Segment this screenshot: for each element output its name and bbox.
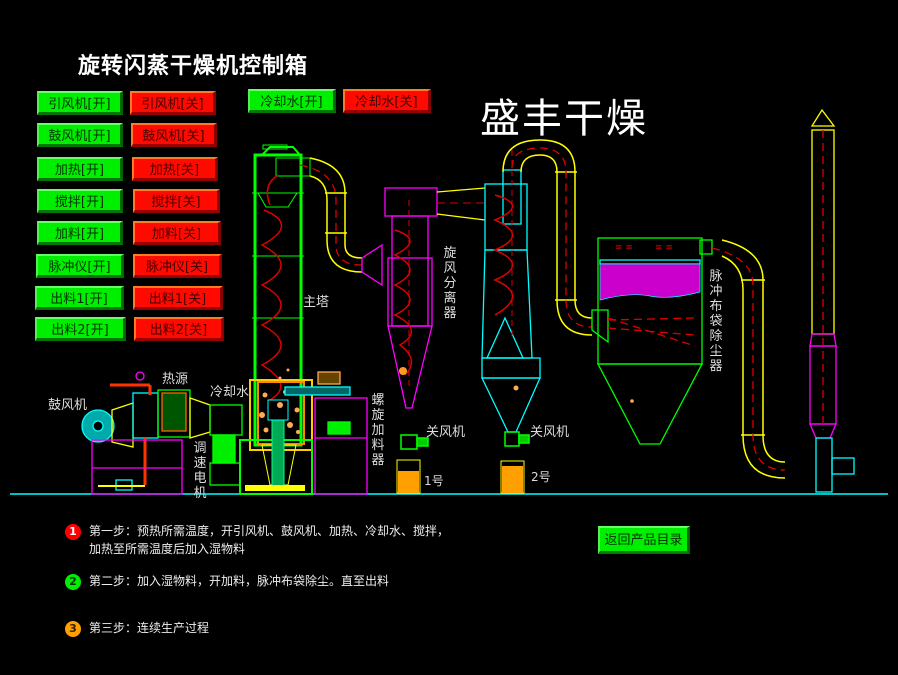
speed-motor-label: 调速电机 [193,441,207,501]
fan-induced-off-button[interactable]: 引风机[关] [130,91,216,115]
blower-label: 鼓风机 [48,398,88,413]
bag-filter [591,237,713,445]
airlock-2-label: 关风机 [530,425,570,440]
brand-name: 盛丰干燥 [480,96,648,142]
step-3: 3 第三步：连续生产过程 [65,619,209,637]
particle [630,399,634,403]
cooling-water-label: 冷却水 [210,385,250,400]
step-1-text: 第一步：预热所需温度，开引风机、鼓风机、加热、冷却水、搅拌， [89,524,450,538]
step-2-badge: 2 [65,573,81,590]
main-tower-label: 主塔 [303,295,330,310]
filter-bags [599,263,701,301]
pulse-off-button[interactable]: 脉冲仪[关] [133,254,222,278]
discharge2-off-button[interactable]: 出料2[关] [134,317,224,341]
discharge1-on-button[interactable]: 出料1[开] [35,286,124,310]
heating-off-button[interactable]: 加热[关] [132,157,218,181]
airlock-2 [504,431,530,447]
duct-1 [309,157,363,273]
step-1-text-2: 加热至所需温度后加入湿物料 [89,542,246,556]
stirring-on-button[interactable]: 搅拌[开] [37,189,123,213]
feeding-off-button[interactable]: 加料[关] [133,221,221,245]
heater-assembly [81,371,243,495]
step-3-text: 第三步：连续生产过程 [89,621,210,635]
bag-filter-label: 脉冲布袋除尘器 [709,269,723,374]
step-3-badge: 3 [65,620,81,637]
screw-feeder-label: 螺旋加料器 [371,393,385,468]
bin-1-label: 1号 [424,474,444,488]
screw-feeder [284,371,368,495]
step-2-text: 第二步：加入湿物料，开加料，脉冲布袋除尘。直至出料 [89,574,390,588]
blower-off-button[interactable]: 鼓风机[关] [131,123,217,147]
discharge1-off-button[interactable]: 出料1[关] [133,286,223,310]
pulse-on-button[interactable]: 脉冲仪[开] [36,254,124,278]
airlock-1 [400,434,429,450]
bin-2 [500,460,525,494]
bin-2-label: 2号 [531,470,551,484]
discharge2-on-button[interactable]: 出料2[开] [35,317,126,341]
chimney [809,108,855,493]
duct-2 [502,139,593,336]
step-1: 1 第一步：预热所需温度，开引风机、鼓风机、加热、冷却水、搅拌， 加热至所需温度后加… [65,522,449,558]
svg-text:≋ ≋: ≋ ≋ [615,243,633,253]
airlock-1-label: 关风机 [426,425,466,440]
heat-source-label: 热源 [162,372,189,387]
fan-induced-on-button[interactable]: 引风机[开] [37,91,123,115]
particle [513,385,519,391]
feeding-on-button[interactable]: 加料[开] [37,221,123,245]
cyclone-1 [361,187,486,409]
cyclone-label: 旋风分离器 [443,246,457,321]
return-to-catalog-button[interactable]: 返回产品目录 [598,526,690,554]
svg-text:≋ ≋: ≋ ≋ [655,243,673,253]
blower-on-button[interactable]: 鼓风机[开] [37,123,123,147]
step-1-badge: 1 [65,523,81,540]
bin-1 [396,459,421,494]
step-2: 2 第二步：加入湿物料，开加料，脉冲布袋除尘。直至出料 [65,572,389,590]
stirring-off-button[interactable]: 搅拌[关] [133,189,220,213]
cooling-on-button[interactable]: 冷却水[开] [248,89,336,113]
cooling-off-button[interactable]: 冷却水[关] [343,89,431,113]
particle [399,367,407,375]
main-tower [239,144,313,495]
page-title: 旋转闪蒸干燥机控制箱 [78,54,309,79]
heating-on-button[interactable]: 加热[开] [37,157,123,181]
